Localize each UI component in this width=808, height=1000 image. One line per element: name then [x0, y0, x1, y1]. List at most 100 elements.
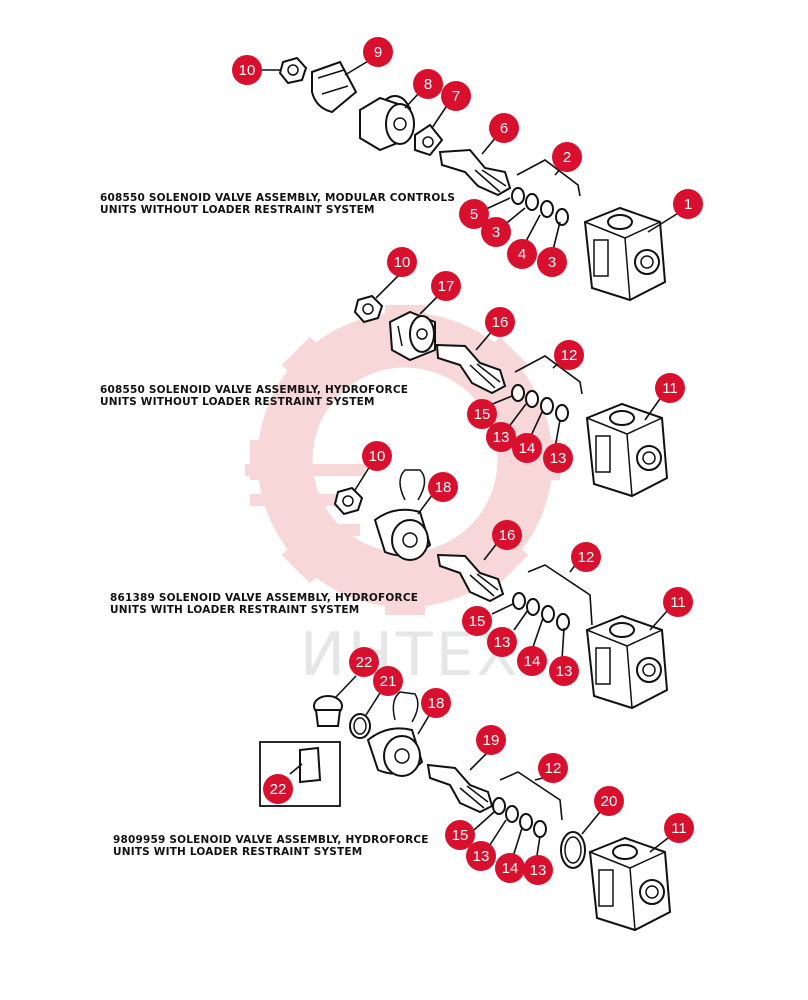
callout-number: 8 — [424, 76, 432, 93]
caption-line: UNITS WITHOUT LOADER RESTRAINT SYSTEM — [100, 204, 375, 216]
caption-line: 608550 SOLENOID VALVE ASSEMBLY, HYDROFOR… — [100, 384, 409, 396]
callout-badge-5: 5 — [459, 199, 489, 229]
callout-number: 22 — [356, 654, 373, 671]
caption-line: 608550 SOLENOID VALVE ASSEMBLY, MODULAR … — [100, 192, 456, 204]
callout-badge-15: 15 — [445, 820, 475, 850]
callout-number: 4 — [518, 246, 526, 263]
callout-badge-14: 14 — [512, 433, 542, 463]
callout-badge-16: 16 — [492, 520, 522, 550]
callout-number: 22 — [270, 781, 287, 798]
caption-line: UNITS WITHOUT LOADER RESTRAINT SYSTEM — [100, 396, 375, 408]
callout-number: 10 — [394, 254, 411, 271]
callout-number: 17 — [438, 278, 455, 295]
callout-number: 11 — [671, 820, 687, 837]
callout-badge-17: 17 — [431, 271, 461, 301]
callout-circle — [489, 113, 519, 143]
caption-line: UNITS WITH LOADER RESTRAINT SYSTEM — [110, 604, 360, 616]
callout-number: 1 — [684, 196, 692, 213]
callout-number: 3 — [492, 224, 500, 241]
callout-number: 5 — [470, 206, 478, 223]
callout-number: 12 — [578, 549, 595, 566]
callout-circle — [663, 587, 693, 617]
assembly-1-drawing — [278, 56, 667, 302]
callout-circle — [655, 373, 685, 403]
callout-number: 13 — [473, 848, 490, 865]
callout-badge-13: 13 — [549, 656, 579, 686]
callout-circle — [445, 820, 475, 850]
callout-number: 13 — [556, 663, 573, 680]
callout-badge-13: 13 — [466, 841, 496, 871]
callout-circle — [549, 656, 579, 686]
callout-badge-1: 1 — [673, 189, 703, 219]
callout-badge-10: 10 — [232, 55, 262, 85]
callout-badge-16: 16 — [485, 307, 515, 337]
callout-number: 13 — [493, 429, 510, 446]
callout-badge-11: 11 — [655, 373, 685, 403]
callout-circle — [363, 37, 393, 67]
callout-circle — [507, 239, 537, 269]
callout-circle — [459, 199, 489, 229]
callout-badge-12: 12 — [554, 340, 584, 370]
callout-badge-18: 18 — [421, 688, 451, 718]
callout-number: 11 — [662, 380, 678, 397]
callout-circle — [421, 688, 451, 718]
callout-circle — [387, 247, 417, 277]
callout-circle — [486, 422, 516, 452]
callout-badge-3: 3 — [481, 217, 511, 247]
callout-circle — [552, 142, 582, 172]
callout-badge-13: 13 — [543, 443, 573, 473]
assembly-4-drawing — [259, 691, 672, 932]
callout-badge-9: 9 — [363, 37, 393, 67]
callout-badge-14: 14 — [517, 646, 547, 676]
caption-assembly-4: 9809959 SOLENOID VALVE ASSEMBLY, HYDROFO… — [113, 834, 429, 858]
callout-circle — [263, 774, 293, 804]
callout-circle — [537, 247, 567, 277]
callout-badge-2: 2 — [552, 142, 582, 172]
callout-badge-4: 4 — [507, 239, 537, 269]
callout-badge-13: 13 — [523, 855, 553, 885]
callout-badge-13: 13 — [486, 422, 516, 452]
callout-badge-12: 12 — [571, 542, 601, 572]
callout-number: 14 — [524, 653, 541, 670]
callout-badge-20: 20 — [594, 786, 624, 816]
callout-badge-6: 6 — [489, 113, 519, 143]
caption-assembly-3: 861389 SOLENOID VALVE ASSEMBLY, HYDROFOR… — [110, 592, 418, 616]
callout-number: 7 — [452, 88, 460, 105]
callout-circle — [487, 627, 517, 657]
callout-circle — [466, 841, 496, 871]
caption-assembly-1: 608550 SOLENOID VALVE ASSEMBLY, MODULAR … — [100, 192, 455, 216]
callout-circle — [554, 340, 584, 370]
callout-number: 3 — [548, 254, 556, 271]
callout-badge-21: 21 — [373, 666, 403, 696]
callout-number: 18 — [428, 695, 445, 712]
callout-number: 21 — [380, 673, 397, 690]
callout-badge-22: 22 — [349, 647, 379, 677]
callout-number: 20 — [601, 793, 618, 810]
callout-circle — [594, 786, 624, 816]
callout-circle — [481, 217, 511, 247]
callout-number: 14 — [502, 860, 519, 877]
callout-badge-15: 15 — [467, 399, 497, 429]
callout-circle — [428, 472, 458, 502]
callout-badge-10: 10 — [362, 441, 392, 471]
callout-circle — [517, 646, 547, 676]
callout-number: 13 — [530, 862, 547, 879]
callout-badge-12: 12 — [538, 753, 568, 783]
callout-number: 16 — [499, 527, 516, 544]
callout-badge-19: 19 — [476, 725, 506, 755]
callout-circle — [462, 606, 492, 636]
assembly-3-drawing — [333, 469, 669, 710]
callout-badge-3: 3 — [537, 247, 567, 277]
callout-badge-13: 13 — [487, 627, 517, 657]
callout-circle — [476, 725, 506, 755]
callout-number: 12 — [545, 760, 562, 777]
callout-circle — [373, 666, 403, 696]
callout-badge-14: 14 — [495, 853, 525, 883]
callout-badge-8: 8 — [413, 69, 443, 99]
assembly-2-drawing — [353, 294, 669, 498]
caption-assembly-2: 608550 SOLENOID VALVE ASSEMBLY, HYDROFOR… — [100, 384, 408, 408]
callout-number: 14 — [519, 440, 536, 457]
callout-number: 18 — [435, 479, 452, 496]
callout-circle — [349, 647, 379, 677]
